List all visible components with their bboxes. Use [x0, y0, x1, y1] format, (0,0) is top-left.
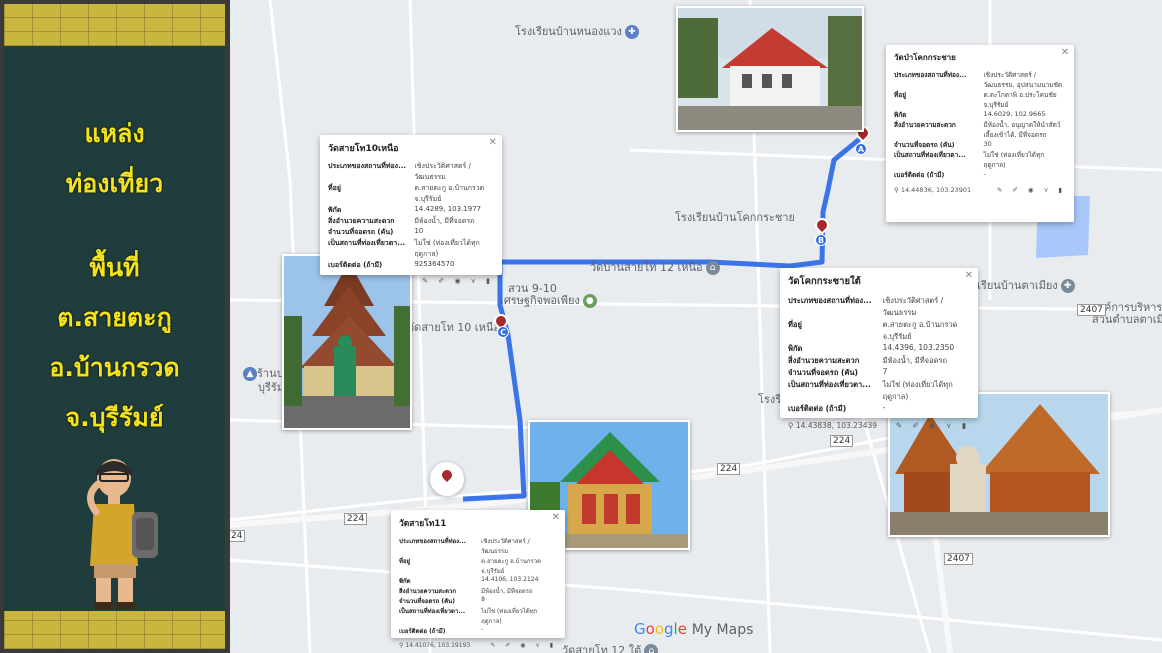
card-coordinate: ⚲ 14.41076, 103.19193: [399, 642, 471, 649]
card-row: จำนวนที่จอดรถ (คัน)8: [399, 596, 485, 605]
card-row: ประเภทของสถานที่ท่อง...เชิงประวัติศาสตร์…: [788, 296, 944, 317]
label-school-nonghaeng: โรงเรียนบ้านหนองแวง✚: [515, 22, 639, 40]
banner-title-line-4: ต.สายตะกู: [57, 303, 172, 332]
card-row: เบอร์ติดต่อ (ถ้ามี)-: [399, 626, 484, 635]
close-icon[interactable]: ✕: [551, 512, 560, 523]
google-my-maps-logo: Google My Maps: [634, 620, 754, 638]
card-row: ประเภทของสถานที่ท่อง...เชิงประวัติศาสตร์…: [328, 162, 471, 181]
card-coordinate: ⚲ 14.43838, 103.23439: [788, 421, 878, 430]
label-school-khokkrachai: โรงเรียนบ้านโคกกระชาย: [675, 211, 795, 224]
info-card-khokkrachai-tai[interactable]: ✕ วัดโคกกระชายใต้ ประเภทของสถานที่ท่อง..…: [780, 268, 978, 430]
banner-title-line-6: จ.บุรีรัมย์: [65, 403, 164, 432]
traveler-illustration: [87, 459, 158, 609]
card-row: เป็นสถานที่ท่องเที่ยวตา...ไม่ใช่ (ท่องเท…: [399, 608, 538, 625]
card-tools[interactable]: ✎ ✐ ◉ ⋎ ▮: [490, 642, 557, 649]
card-footer: ⚲ 14.44836, 103.23901 ✎ ✐ ◉ ⋎ ▮: [894, 186, 1066, 194]
card-row: จำนวนที่จอดรถ (คัน)10: [328, 227, 424, 236]
card-tools[interactable]: ✎ ✐ ◉ ⋎ ▮: [422, 277, 494, 285]
road-badge: 224: [717, 463, 741, 475]
banner-panel: แหล่ง ท่องเที่ยว พื้นที่ ต.สายตะกู อ.บ้า…: [4, 46, 225, 611]
banner-bottom-stripe: [4, 611, 225, 649]
route-marker-b[interactable]: B: [815, 234, 827, 246]
card-row: เป็นสถานที่ท่องเที่ยวตา...ไม่ใช่ (ท่องเท…: [894, 151, 1045, 169]
label-rongri: โรงรี: [758, 393, 782, 406]
card-row: สิ่งอำนวยความสะดวกมีห้องน้ำ, มีที่จอดรถ: [399, 588, 533, 595]
card-row: ที่อยู่ต.ตะโกตาพิ อ.ประโคนชัย จ.บุรีรัมย…: [894, 91, 1057, 109]
selected-location-pin[interactable]: [430, 462, 464, 496]
card-row: สิ่งอำนวยความสะดวกมีห้องน้ำ, มีที่จอดรถ: [788, 356, 948, 365]
close-icon[interactable]: ✕: [1060, 47, 1069, 58]
shop-icon: ▲: [243, 367, 257, 381]
card-row: จำนวนที่จอดรถ (คัน)30: [894, 140, 992, 149]
label-wat-saithong12: วัดบ้านสายโท 12 เหนือ⌂: [590, 258, 720, 276]
card-row: เบอร์ติดต่อ (ถ้ามี)-: [894, 170, 986, 179]
info-card-saithong10[interactable]: ✕ วัดสายโท10เหนือ ประเภทของสถานที่ท่อง..…: [320, 135, 502, 285]
card-row: สิ่งอำนวยความสะดวกมีห้องน้ำ, อนุญาตให้นำ…: [894, 121, 1061, 139]
road-badge: 2407: [1077, 304, 1106, 316]
road-badge: 24: [230, 530, 246, 542]
card-row: เป็นสถานที่ท่องเที่ยวตา...ไม่ใช่ (ท่องเท…: [328, 239, 480, 258]
temple-icon: ⌂: [644, 644, 659, 653]
label-suan-2: เศรษฐกิจพอเพียง●: [500, 291, 597, 309]
temple-icon: ⌂: [705, 261, 720, 275]
photo-wat-saithong10: [282, 254, 412, 430]
card-title: วัดสายโท11: [399, 519, 447, 529]
title-banner: แหล่ง ท่องเที่ยว พื้นที่ ต.สายตะกู อ.บ้า…: [0, 0, 230, 653]
card-row: เป็นสถานที่ท่องเที่ยวตา...ไม่ใช่ (ท่องเท…: [788, 380, 953, 401]
label-shop-2: บุรีรัม: [258, 381, 285, 394]
label-org-line1: องค์การบริหาร: [1092, 301, 1162, 314]
route-marker-a[interactable]: A: [855, 143, 867, 155]
road-badge: 2407: [944, 553, 973, 565]
card-coordinate: ⚲ 14.44836, 103.23901: [894, 186, 972, 194]
route-marker-c[interactable]: C: [497, 326, 509, 338]
card-row: จำนวนที่จอดรถ (คัน)7: [788, 367, 888, 377]
card-footer: ✎ ✐ ◉ ⋎ ▮: [328, 277, 494, 285]
card-row: สิ่งอำนวยความสะดวกมีห้องน้ำ, มีที่จอดรถ: [328, 217, 475, 225]
card-tools[interactable]: ✎ ✐ ◉ ⋎ ▮: [996, 186, 1066, 194]
card-row: เบอร์ติดต่อ (ถ้ามี)-: [788, 403, 886, 413]
road-badge: 224: [344, 513, 368, 525]
close-icon[interactable]: ✕: [964, 270, 973, 281]
card-title: วัดป่าโคกกระชาย: [894, 53, 956, 62]
photo-wat-pa-khokkrachai: [676, 6, 864, 132]
banner-title-line-2: ท่องเที่ยว: [65, 169, 164, 198]
banner-top-stripe: [4, 4, 225, 46]
label-shop: ▲ร้านปา: [240, 364, 290, 382]
label-org-line2: ส่วนตำบลตาเมียง: [1092, 313, 1162, 326]
info-card-saithong11[interactable]: ✕ วัดสายโท11 ประเภทของสถานที่ท่อง...เชิง…: [391, 510, 565, 649]
label-wat-bottom: วัดสายโท 12 ใต้⌂: [562, 641, 659, 653]
road-badge: 224: [830, 435, 854, 447]
label-wat-saithong10: วัดสายโท 10 เหนือ: [408, 321, 500, 334]
label-suan: สวน 9-10: [508, 282, 557, 295]
close-icon[interactable]: ✕: [488, 137, 497, 148]
school-icon: ✚: [624, 25, 639, 39]
park-icon: ●: [582, 294, 597, 308]
card-row: ที่อยู่ต.สายตะกู อ.บ้านกรวด จ.บุรีรัมย์: [328, 184, 485, 203]
school-icon: ✚: [1060, 279, 1075, 293]
card-row: ประเภทของสถานที่ท่อง...เชิงประวัติศาสตร์…: [894, 71, 1063, 89]
card-tools[interactable]: ✎ ✐ ◉ ⋎ ▮: [895, 421, 970, 430]
card-row: ที่อยู่ต.สายตะกู อ.บ้านกรวด จ.บุรีรัมย์: [788, 320, 958, 341]
card-footer: ⚲ 14.43838, 103.23439 ✎ ✐ ◉ ⋎ ▮: [788, 421, 970, 430]
label-school-tamiang: โรงเรียนบ้านตาเมียง✚: [960, 276, 1075, 294]
card-footer: ⚲ 14.41076, 103.19193 ✎ ✐ ◉ ⋎ ▮: [399, 642, 557, 649]
banner-title-line-3: พื้นที่: [89, 253, 140, 282]
card-row: ประเภทของสถานที่ท่อง...เชิงประวัติศาสตร์…: [399, 538, 530, 555]
card-row: เบอร์ติดต่อ (ถ้ามี)925364570: [328, 260, 455, 269]
card-title: วัดโคกกระชายใต้: [788, 276, 861, 287]
info-card-wat-pa[interactable]: ✕ วัดป่าโคกกระชาย ประเภทของสถานที่ท่อง..…: [886, 45, 1074, 222]
banner-title-line-1: แหล่ง: [84, 119, 145, 148]
map-view[interactable]: โรงเรียนบ้านหนองแวง✚ โรงเรียนบ้านโคกกระช…: [230, 0, 1162, 653]
card-title: วัดสายโท10เหนือ: [328, 144, 399, 154]
banner-title-line-5: อ.บ้านกรวด: [49, 353, 180, 382]
card-row: ที่อยู่ต.สายตะกู อ.บ้านกรวด จ.บุรีรัมย์: [399, 558, 542, 575]
